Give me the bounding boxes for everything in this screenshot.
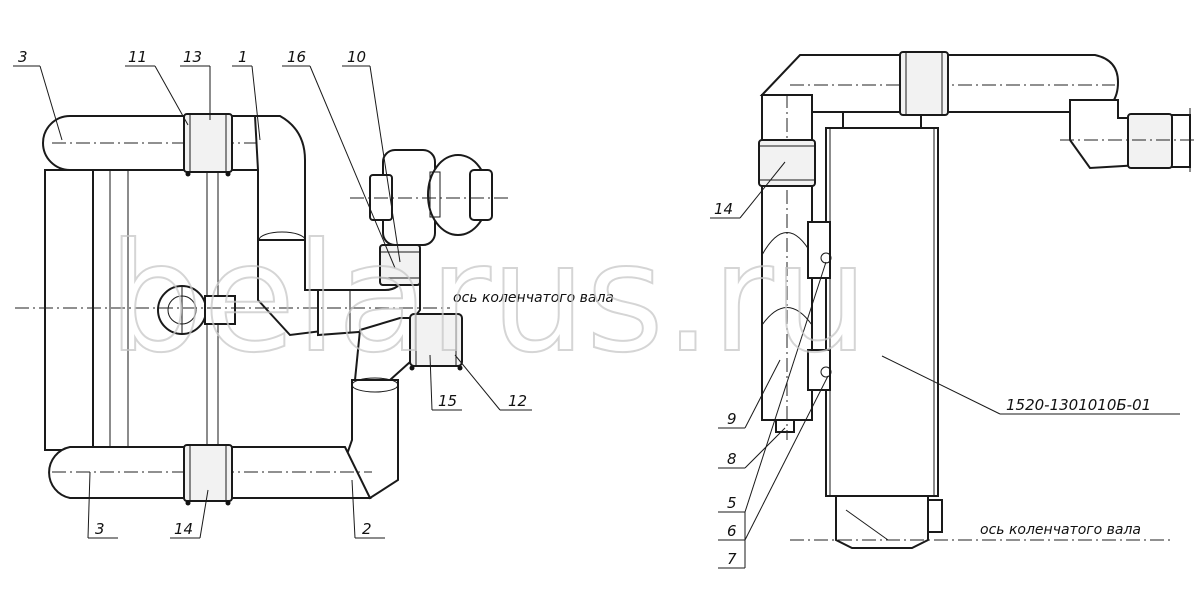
watermark: belarus.ru (108, 212, 868, 386)
callout-8: 8 (727, 450, 737, 468)
right-view: 14 9 8 5 6 7 1520-1301010Б-01 ось коленч… (710, 51, 1195, 569)
callout-15: 15 (438, 392, 457, 410)
callout-9: 9 (727, 410, 737, 428)
callout-11: 11 (128, 48, 147, 66)
part-number-label: 1520-1301010Б-01 (1006, 396, 1151, 414)
callout-12: 12 (508, 392, 527, 410)
callout-6: 6 (727, 522, 737, 540)
dust-bowl (835, 495, 929, 549)
callout-5: 5 (727, 494, 737, 512)
callout-3-bottom: 3 (95, 520, 105, 538)
right-leaders (710, 161, 1180, 569)
turbocharger (350, 149, 510, 246)
right-clamp-14 (758, 139, 816, 187)
left-leaders (13, 65, 532, 539)
top-clamp (183, 113, 233, 173)
callout-2: 2 (362, 520, 372, 538)
left-view: 3 11 13 1 16 10 15 12 3 14 2 ось коленча… (13, 48, 614, 539)
axis-label-right: ось коленчатого вала (980, 522, 1141, 538)
axis-label-left: ось коленчатого вала (453, 290, 614, 306)
callout-14-right: 14 (714, 200, 733, 218)
callout-10: 10 (347, 48, 366, 66)
callout-16: 16 (287, 48, 306, 66)
right-top-clamp (899, 51, 949, 116)
callout-7: 7 (727, 550, 737, 568)
right-outlet-clamp (1127, 113, 1173, 169)
upper-bracket (807, 221, 831, 279)
left-radiator-tank (44, 169, 94, 451)
callout-3-top: 3 (18, 48, 28, 66)
callout-13: 13 (183, 48, 202, 66)
callout-1: 1 (238, 48, 248, 66)
bottom-clamp (183, 444, 233, 502)
lower-clamp (409, 313, 463, 367)
gauge-icon (157, 285, 236, 335)
lower-bracket (807, 349, 831, 391)
air-cleaner-body (825, 127, 939, 497)
callout-14-left: 14 (174, 520, 193, 538)
